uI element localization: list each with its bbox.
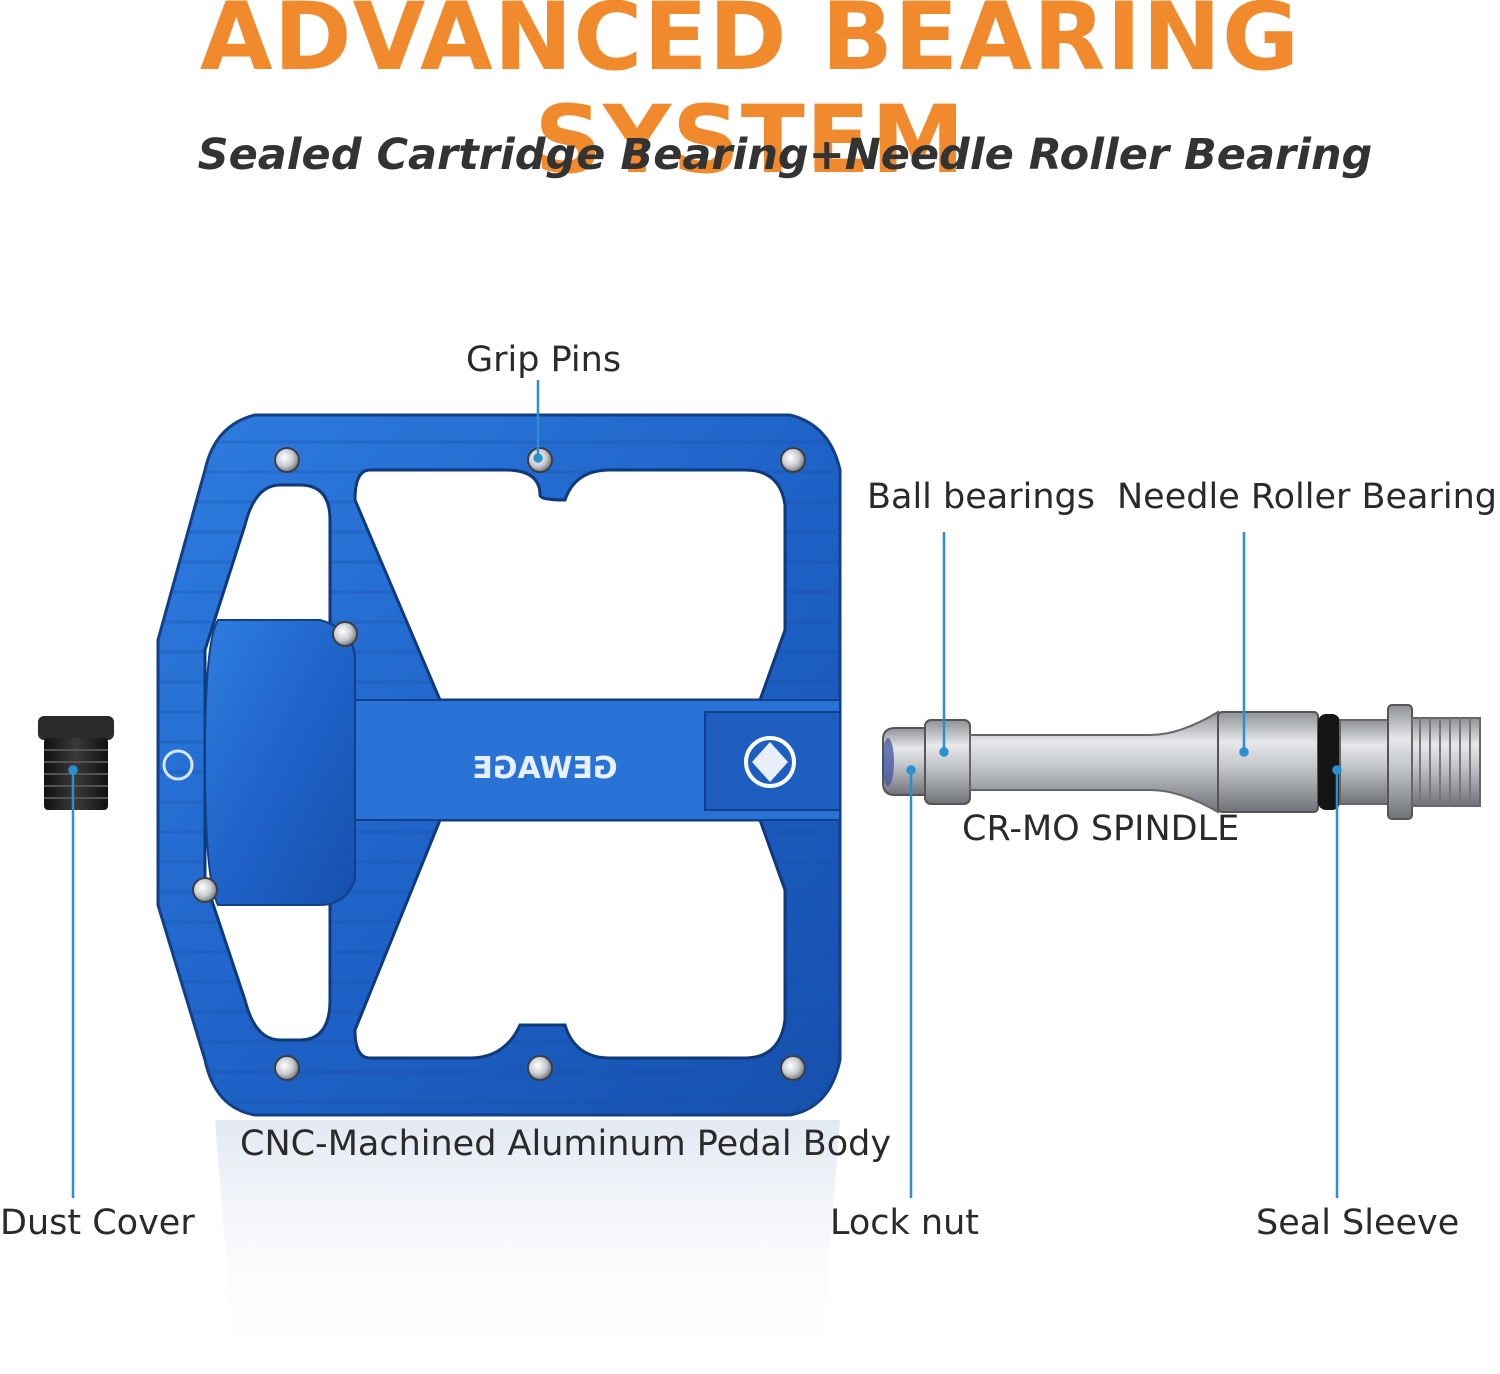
pedal-body — [156, 413, 842, 1117]
pedal-reflection — [215, 1120, 840, 1374]
page-subtitle: Sealed Cartridge Bearing+Needle Roller B… — [197, 130, 1373, 180]
label-lock-nut: Lock nut — [830, 1203, 980, 1243]
page-title: ADVANCED BEARING SYSTEM — [199, 0, 1301, 196]
label-ball-bearings: Ball bearings — [867, 477, 1095, 517]
label-dust-cover: Dust Cover — [0, 1203, 195, 1243]
label-seal-sleeve: Seal Sleeve — [1256, 1203, 1460, 1243]
dust-cover-part — [38, 716, 114, 810]
brand-logo-text: GEWAGE — [472, 751, 617, 786]
label-needle-roller-bearing: Needle Roller Bearing — [1117, 477, 1498, 517]
label-cr-mo-spindle: CR-MO SPINDLE — [962, 809, 1240, 849]
label-grip-pins: Grip Pins — [466, 340, 622, 380]
leader-lines — [68, 380, 1342, 1198]
label-pedal-body: CNC-Machined Aluminum Pedal Body — [240, 1124, 892, 1164]
spindle-assembly — [882, 704, 1481, 820]
